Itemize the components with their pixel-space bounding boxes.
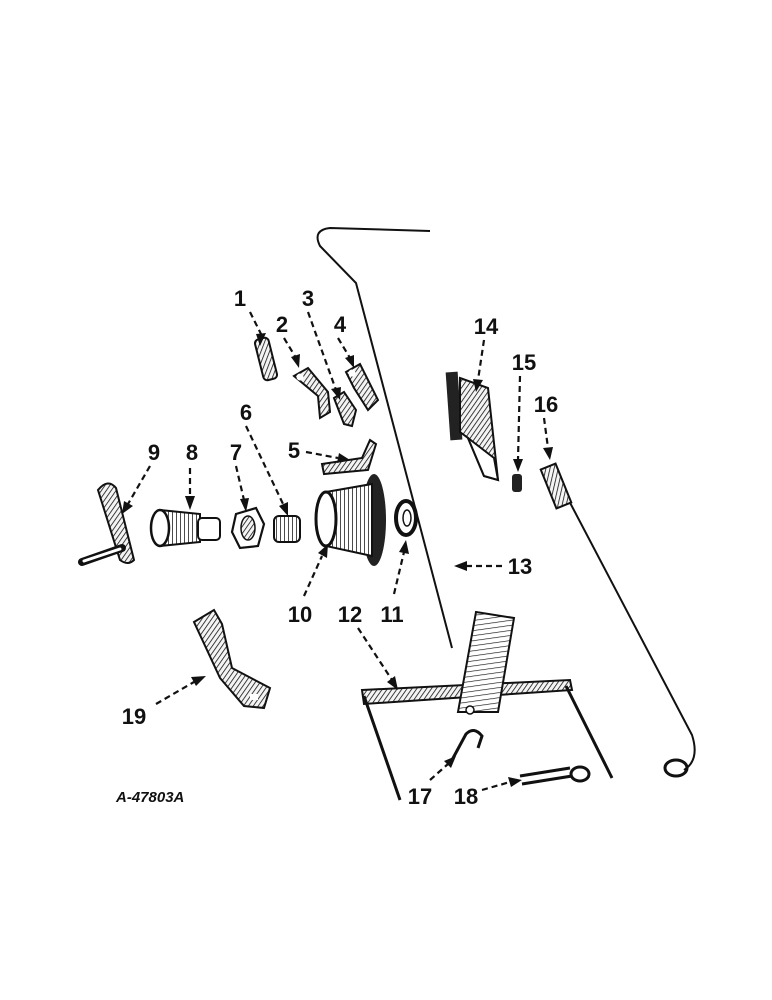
callout-1: 1 bbox=[234, 286, 246, 311]
part-11-washer bbox=[394, 499, 418, 537]
part-2-link bbox=[292, 366, 332, 420]
callout-19: 19 bbox=[122, 704, 146, 729]
callout-6: 6 bbox=[240, 400, 252, 425]
part-3-pawl bbox=[332, 390, 358, 428]
callout-11: 11 bbox=[380, 602, 403, 627]
callout-15: 15 bbox=[512, 350, 536, 375]
callout-13: 13 bbox=[508, 554, 532, 579]
part-5-spring-clip bbox=[320, 438, 378, 476]
part-1-roller bbox=[253, 336, 279, 382]
part-9-crank bbox=[78, 482, 136, 566]
callout-3: 3 bbox=[302, 286, 314, 311]
leader-lines bbox=[122, 311, 553, 792]
part-10-drum bbox=[314, 474, 386, 566]
callout-16: 16 bbox=[534, 392, 558, 417]
callout-2: 2 bbox=[276, 312, 288, 337]
part-12-frame bbox=[360, 610, 614, 801]
drawing-code: A-47803A bbox=[115, 789, 184, 806]
part-16-control-rod bbox=[539, 462, 696, 778]
callout-10: 10 bbox=[288, 602, 312, 627]
callout-9: 9 bbox=[148, 440, 160, 465]
part-15-pin bbox=[512, 474, 522, 492]
callout-7: 7 bbox=[230, 440, 242, 465]
callout-12: 12 bbox=[338, 602, 362, 627]
callout-5: 5 bbox=[288, 438, 300, 463]
part-19-bent-bracket bbox=[192, 608, 272, 710]
part-18-cotter-pin bbox=[519, 765, 591, 786]
part-4-latch bbox=[344, 362, 380, 412]
part-6-spring bbox=[273, 515, 301, 543]
part-13-lift-rod bbox=[316, 226, 453, 649]
part-7-nut bbox=[230, 506, 266, 550]
part-14-bracket bbox=[445, 371, 500, 482]
callout-4: 4 bbox=[334, 312, 347, 337]
callout-8: 8 bbox=[186, 440, 198, 465]
part-17-hook-pin bbox=[450, 729, 484, 761]
callout-18: 18 bbox=[454, 784, 478, 809]
callout-17: 17 bbox=[408, 784, 432, 809]
callout-14: 14 bbox=[474, 314, 499, 339]
part-8-bushing bbox=[149, 508, 221, 548]
